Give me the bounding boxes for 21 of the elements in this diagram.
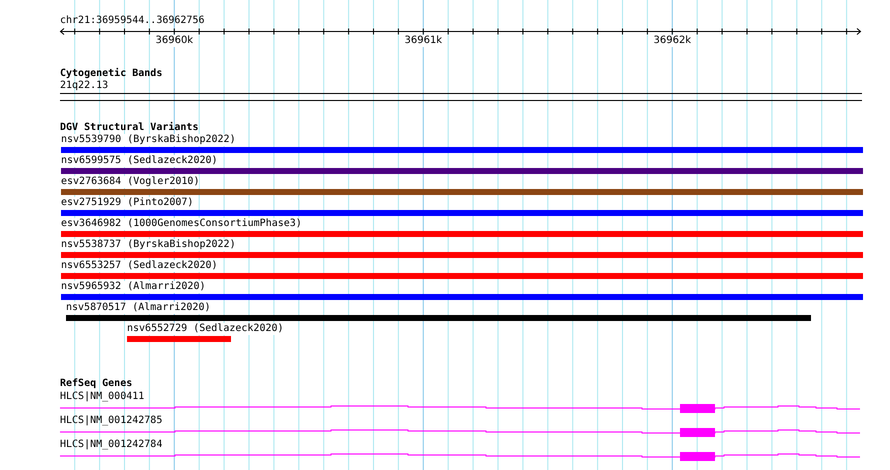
variant-label: nsv5538737 (ByrskaBishop2022) (61, 239, 236, 251)
axis-tick-label: 36960k (156, 35, 194, 47)
variant-label: nsv6599575 (Sedlazeck2020) (61, 155, 218, 167)
variant-label: nsv6552729 (Sedlazeck2020) (127, 323, 284, 335)
variant-label: nsv6553257 (Sedlazeck2020) (61, 260, 218, 272)
variant-label: esv2763684 (Vogler2010) (61, 176, 200, 188)
coordinate-range-label: chr21:36959544..36962756 (60, 15, 204, 27)
track-title: RefSeq Genes (60, 378, 132, 390)
track-title: DGV Structural Variants (60, 122, 198, 134)
track-title: Cytogenetic Bands (60, 68, 162, 80)
axis-tick-label: 36961k (404, 35, 442, 47)
variant-label: nsv5870517 (Almarri2020) (66, 302, 210, 314)
variant-label: esv2751929 (Pinto2007) (61, 197, 194, 209)
variant-label: esv3646982 (1000GenomesConsortiumPhase3) (61, 218, 302, 230)
transcript-label: HLCS|NM_001242784 (60, 439, 162, 451)
variant-label: nsv5965932 (Almarri2020) (61, 281, 206, 293)
band-name-label: 21q22.13 (60, 80, 108, 92)
transcript-label: HLCS|NM_000411 (60, 391, 144, 403)
transcript-label: HLCS|NM_001242785 (60, 415, 162, 427)
variant-label: nsv5539790 (ByrskaBishop2022) (61, 134, 236, 146)
axis-tick-label: 36962k (654, 35, 692, 47)
